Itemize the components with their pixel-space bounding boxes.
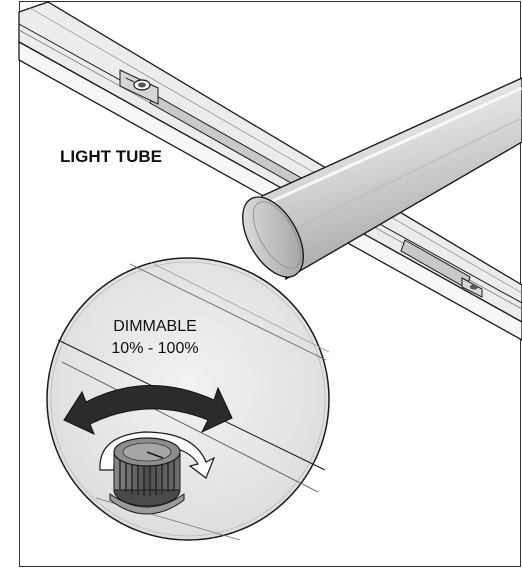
dimmable-range-label: 10% - 100% [111, 340, 198, 357]
rotate-double-arrow-icon [63, 385, 233, 435]
connector-right [461, 277, 483, 298]
dimmable-label: DIMMABLE [113, 318, 197, 335]
light-tube [242, 77, 522, 281]
connector-left [119, 69, 159, 105]
light-tube-label: LIGHT TUBE [60, 147, 162, 166]
dimmer-knob-icon [99, 431, 216, 515]
